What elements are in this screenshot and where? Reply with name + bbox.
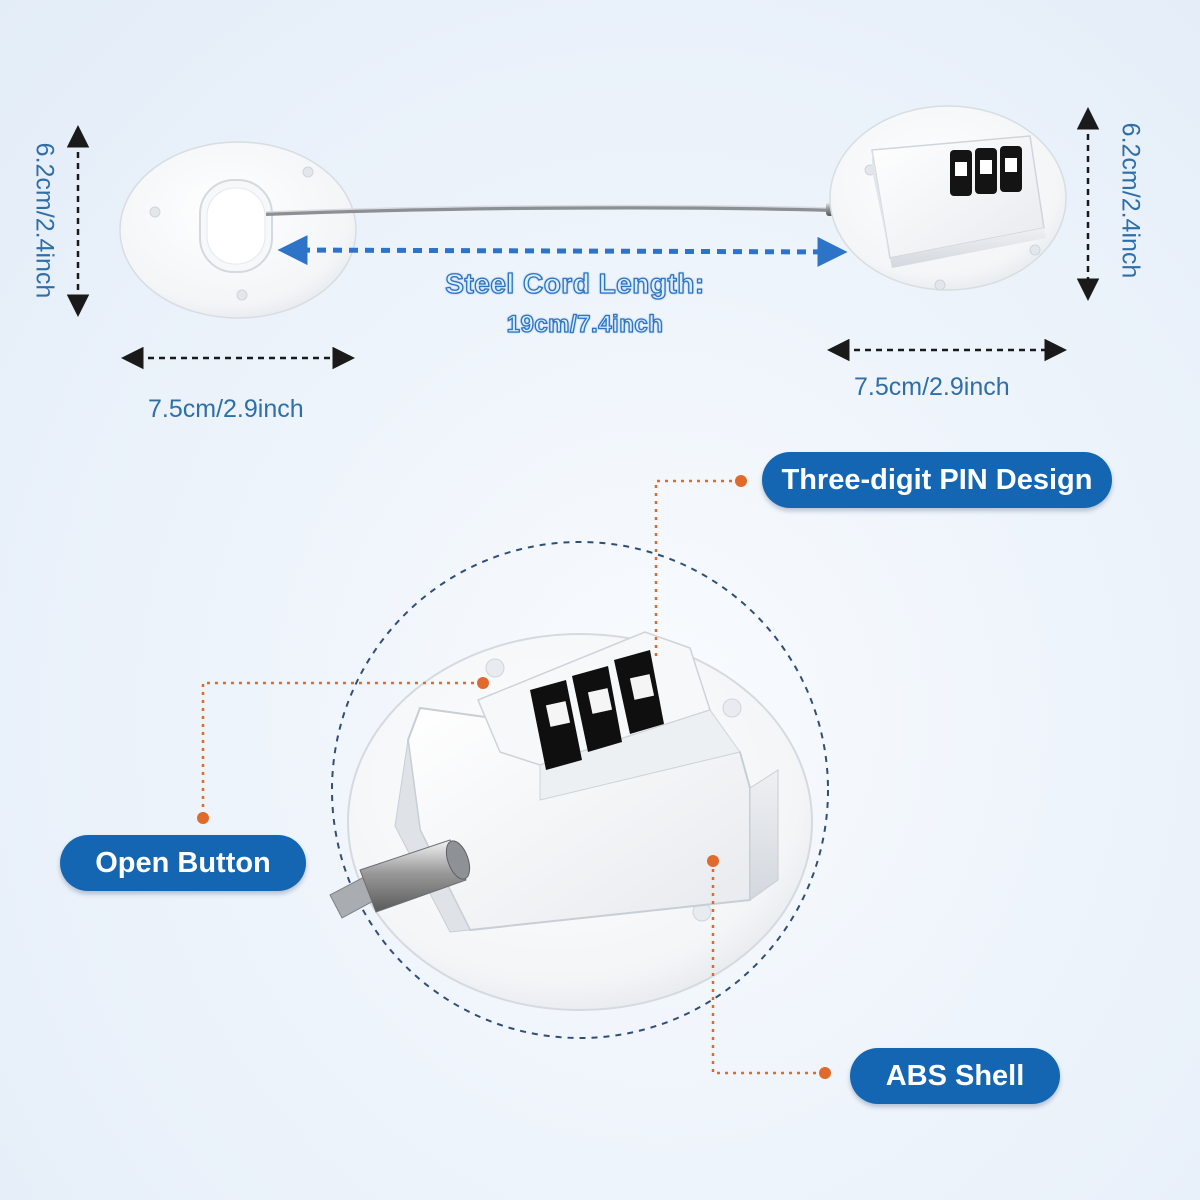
abs-shell-callout: ABS Shell xyxy=(850,1048,1060,1104)
right-disc xyxy=(829,105,1067,291)
magnify-circle xyxy=(331,541,829,1039)
large-lock xyxy=(329,631,813,1011)
small-dial-wheels xyxy=(950,146,1022,196)
cord-end-metal xyxy=(329,839,471,919)
pin-design-callout: Three-digit PIN Design xyxy=(762,452,1112,508)
right-height-label: 6.2cm/2.4inch xyxy=(1116,122,1145,279)
open-button-callout: Open Button xyxy=(60,835,306,891)
dimension-arrows xyxy=(66,107,1100,370)
cord-length-title: Steel Cord Length: xyxy=(445,267,705,299)
left-height-label: 6.2cm/2.4inch xyxy=(30,142,59,299)
leader-dots xyxy=(197,475,831,1079)
left-disc xyxy=(119,141,357,319)
large-dial-wheels xyxy=(530,650,664,770)
left-width-label: 7.5cm/2.9inch xyxy=(148,395,304,423)
right-width-label: 7.5cm/2.9inch xyxy=(854,373,1010,401)
cord-length-arrow xyxy=(277,235,848,267)
leader-lines xyxy=(201,479,824,1075)
cord-length-value: 19cm/7.4inch xyxy=(506,310,664,338)
